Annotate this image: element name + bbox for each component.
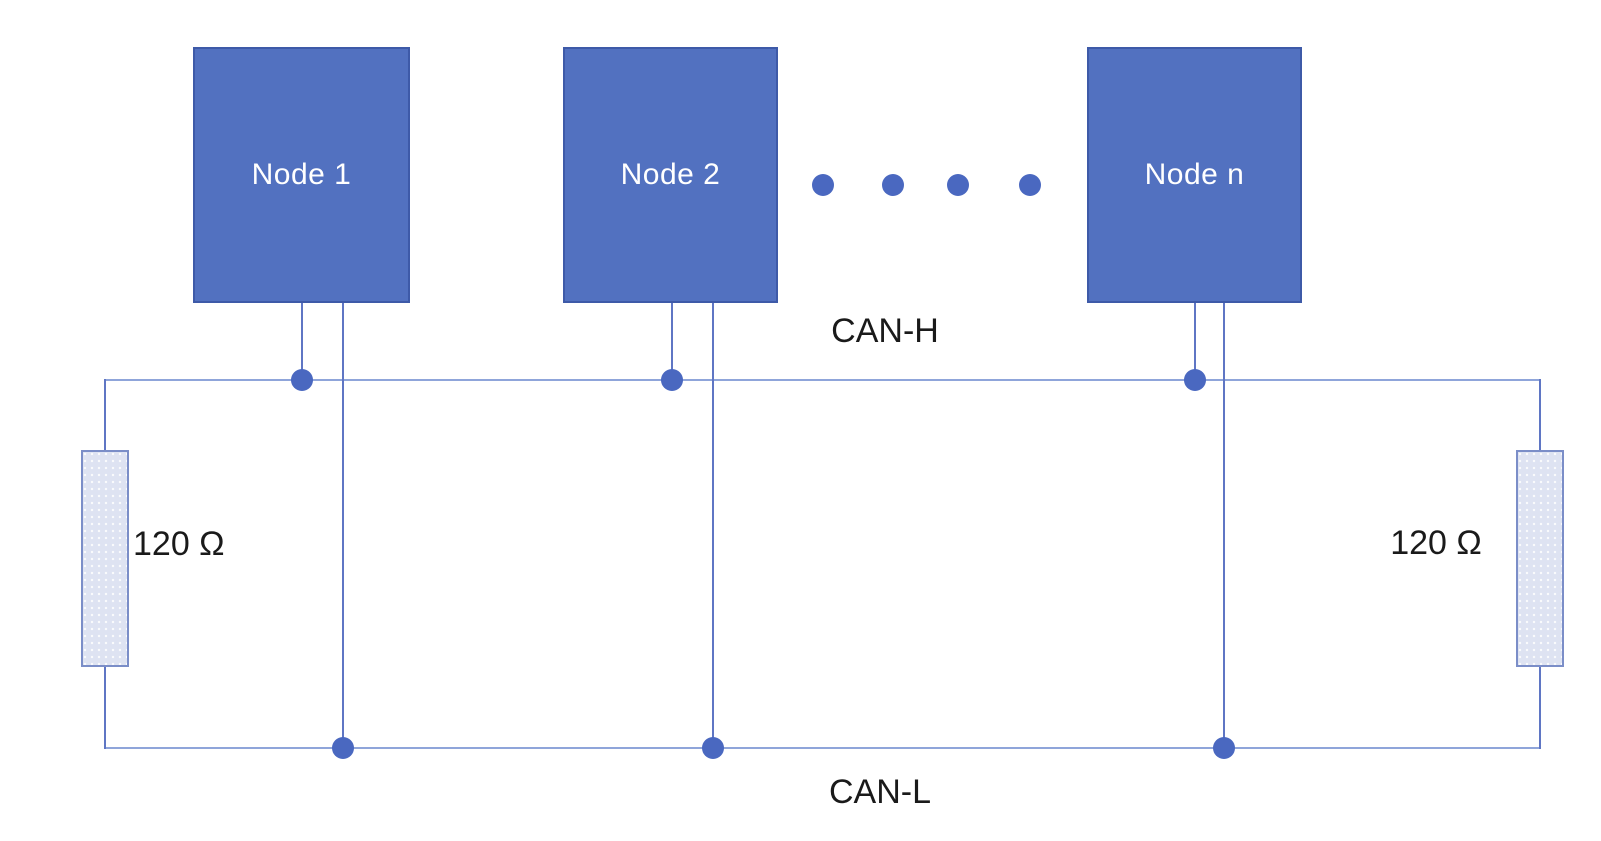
junction-dot-node2-can-h	[661, 369, 683, 391]
node-2-box: Node 2	[563, 47, 778, 303]
ellipsis-dot	[1019, 174, 1041, 196]
left-resistor-bottom-wire	[104, 667, 106, 749]
junction-dot-noden-can-h	[1184, 369, 1206, 391]
node-1-can-h-wire	[301, 303, 303, 380]
can-h-label: CAN-H	[831, 312, 939, 350]
can-l-bus-line	[104, 747, 1540, 749]
node-1-can-l-wire	[342, 303, 344, 748]
node-n-label: Node n	[1144, 158, 1245, 191]
junction-dot-node1-can-l	[332, 737, 354, 759]
node-n-box: Node n	[1087, 47, 1302, 303]
ellipsis-dot	[812, 174, 834, 196]
right-resistor-value-label: 120 Ω	[1390, 524, 1482, 562]
junction-dot-node2-can-l	[702, 737, 724, 759]
junction-dot-noden-can-l	[1213, 737, 1235, 759]
left-resistor-top-wire	[104, 379, 106, 450]
ellipsis-dot	[882, 174, 904, 196]
can-l-label: CAN-L	[828, 773, 932, 811]
right-resistor-bottom-wire	[1539, 667, 1541, 749]
node-n-can-l-wire	[1223, 303, 1225, 748]
junction-dot-node1-can-h	[291, 369, 313, 391]
node-2-can-l-wire	[712, 303, 714, 748]
can-h-bus-line	[104, 379, 1540, 381]
node-1-label: Node 1	[251, 158, 352, 191]
left-termination-resistor	[81, 450, 129, 667]
left-resistor-value-label: 120 Ω	[133, 525, 225, 563]
node-2-label: Node 2	[620, 158, 721, 191]
ellipsis-dot	[947, 174, 969, 196]
node-2-can-h-wire	[671, 303, 673, 380]
node-1-box: Node 1	[193, 47, 410, 303]
node-n-can-h-wire	[1194, 303, 1196, 380]
right-termination-resistor	[1516, 450, 1564, 667]
right-resistor-top-wire	[1539, 379, 1541, 450]
